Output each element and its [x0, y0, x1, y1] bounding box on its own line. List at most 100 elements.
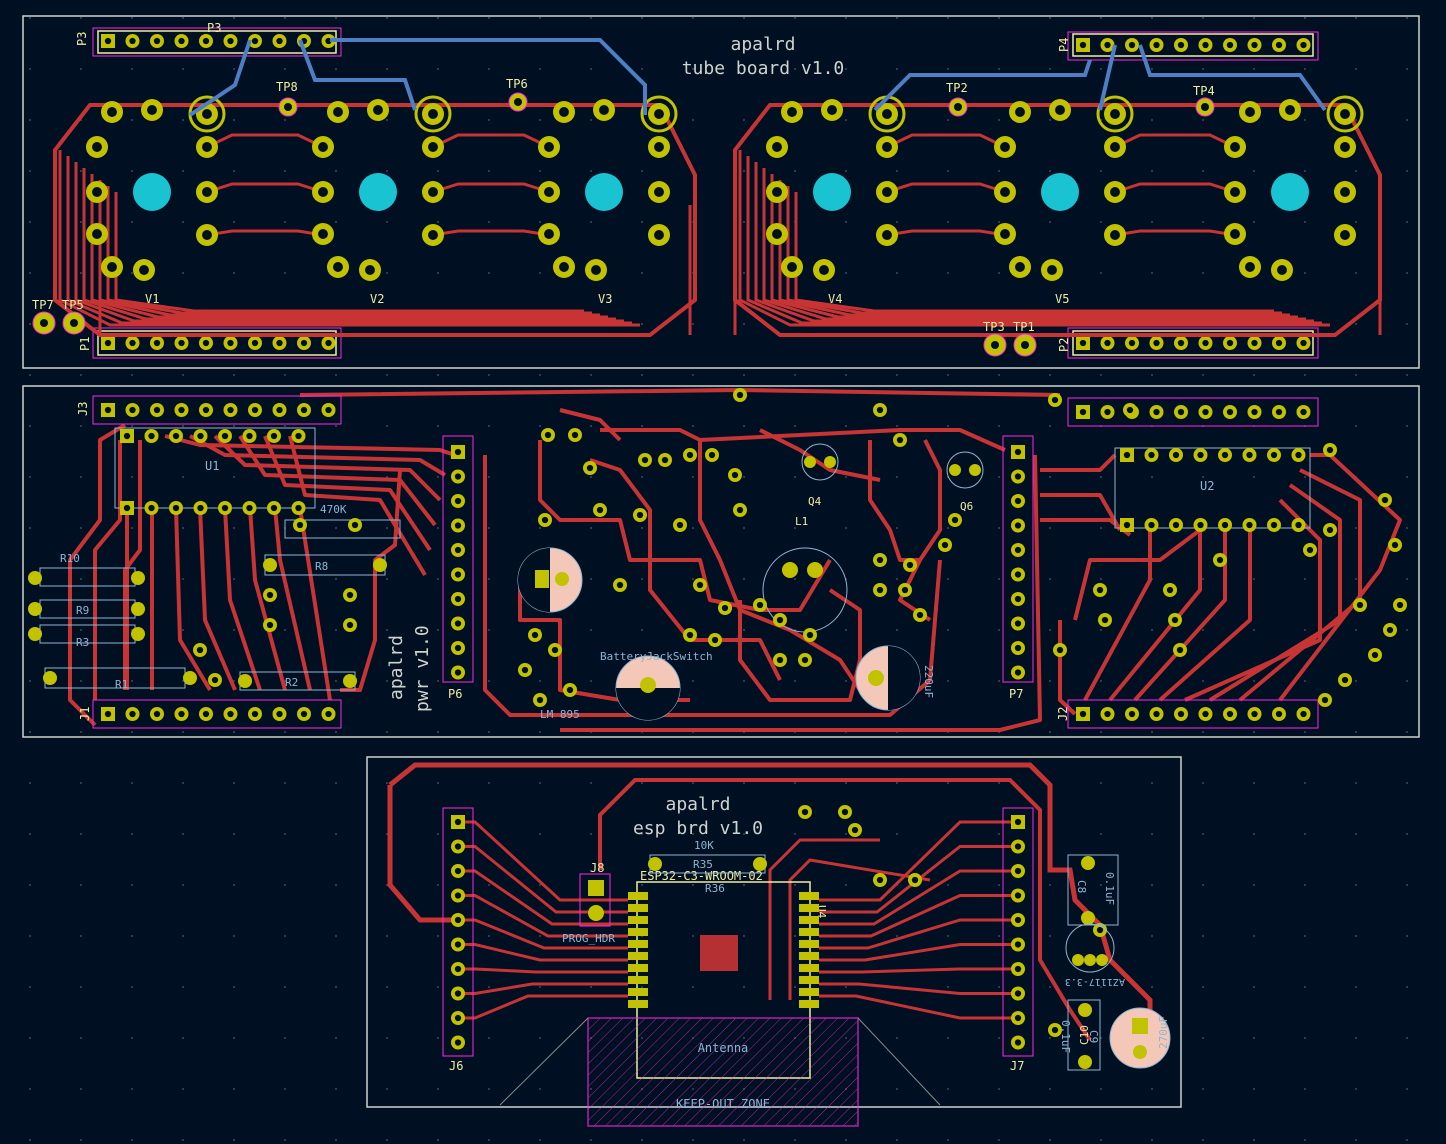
drill-hole [1051, 1026, 1059, 1034]
drill-hole [1014, 522, 1022, 529]
regulator-label: LM 895 [540, 708, 580, 721]
grid-dot [1049, 1037, 1051, 1039]
grid-dot [1202, 1088, 1204, 1090]
tube-return-trace [754, 162, 1314, 323]
tp3[interactable]: TP3 [983, 320, 1007, 357]
tp4[interactable]: TP4 [1193, 84, 1215, 117]
j2-header-pads[interactable] [1076, 707, 1311, 721]
tp6[interactable]: TP6 [506, 77, 528, 112]
p2-header-pads[interactable] [1076, 336, 1311, 350]
tp8[interactable]: TP8 [276, 80, 298, 117]
esp-signal-trace [458, 845, 628, 914]
grid-dot [1304, 833, 1306, 835]
capacitor-c8[interactable]: C8 0.1uF [1067, 854, 1119, 926]
j4-header-pads[interactable] [1076, 405, 1311, 419]
capacitor-c3[interactable] [615, 655, 681, 721]
prog-header-j8[interactable]: J8 PROG_HDR [562, 861, 615, 945]
grid-dot [1355, 425, 1357, 427]
grid-dot [998, 935, 1000, 937]
tp5[interactable]: TP5 [62, 298, 86, 335]
capacitor-c10[interactable]: C10 270uF [1078, 1007, 1171, 1069]
drill-hole [841, 808, 849, 816]
tube-return-trace [98, 180, 600, 317]
transistor-q6[interactable]: Q6 [946, 451, 984, 513]
esp-module-pads[interactable] [628, 892, 819, 1008]
resistor-r2[interactable]: R2 [238, 671, 357, 691]
grid-dot [1049, 935, 1051, 937]
tube-return-trace [114, 192, 584, 313]
power-board[interactable]: J3 J1 J2 U1 U2 R10 R9 [22, 385, 1420, 738]
grid-dot [896, 833, 898, 835]
tube-board[interactable]: P3 P3 P4 P1 P2 apalrd tube board v1.0 [22, 15, 1420, 369]
grid-dot [896, 1088, 898, 1090]
resistor-470k-a[interactable]: 470K [284, 503, 401, 539]
resistor-r9[interactable]: R9 [28, 599, 145, 619]
u1-ic-pads[interactable] [120, 429, 306, 515]
grid-dot [1151, 935, 1153, 937]
grid-dot [437, 986, 439, 988]
u2-ic-pads[interactable] [1120, 448, 1306, 532]
grid-dot [641, 170, 643, 172]
drill-hole [1126, 406, 1134, 414]
drill-hole [454, 620, 462, 627]
tube-socket-pads[interactable] [86, 95, 1364, 281]
tp1[interactable]: TP1 [1013, 320, 1037, 357]
esp-module-pin [628, 952, 648, 960]
j6-header-pads[interactable] [451, 815, 465, 1050]
drill-hole [178, 406, 185, 414]
grid-dot [590, 17, 592, 19]
drill-hole [876, 406, 884, 414]
inductor-l1[interactable]: L1 [762, 515, 848, 633]
esp-board[interactable]: apalrd esp brd v1.0 J6 J7 ESP32-C3-WROOM… [366, 756, 1182, 1127]
grid-dot [998, 119, 1000, 121]
drill-hole [178, 710, 185, 718]
resistor-r35[interactable]: R35 10K [648, 839, 767, 874]
tube-link-trace [1114, 182, 1236, 194]
p4-header-pads[interactable] [1076, 38, 1311, 52]
j7-header-pads[interactable] [1011, 815, 1025, 1050]
capacitor-c9[interactable]: C9 0.1uF [1059, 999, 1101, 1071]
tube-return-trace [74, 162, 624, 323]
p6-header-pads[interactable] [451, 445, 465, 680]
grid-dot [641, 833, 643, 835]
capacitor-c5[interactable] [517, 547, 583, 613]
j1-header-pads[interactable] [101, 707, 336, 721]
resistor-r1[interactable]: R1 [43, 667, 197, 691]
esp-module-pin [628, 976, 648, 984]
grid-dot [29, 425, 31, 427]
grid-dot [947, 170, 949, 172]
drill-hole [882, 187, 892, 197]
grid-dot [437, 272, 439, 274]
power-trace [698, 440, 862, 692]
grid-dot [386, 578, 388, 580]
grid-dot [590, 119, 592, 121]
power-trace [68, 423, 127, 727]
power-trace [759, 428, 881, 482]
grid-dot [182, 17, 184, 19]
j3-header-pads[interactable] [101, 403, 336, 417]
resistor-r3[interactable]: R3 [28, 624, 145, 649]
p1-header-pads[interactable] [101, 336, 336, 350]
grid-dot [488, 1139, 490, 1141]
grid-dot [233, 68, 235, 70]
tube-return-trace [66, 156, 632, 325]
tp7[interactable]: TP7 [32, 298, 56, 335]
tube-anode-pad [1326, 95, 1364, 133]
p7-header-pads[interactable] [1011, 445, 1025, 680]
drill-hole [1295, 451, 1302, 459]
capacitor-c7[interactable]: 220uF [855, 645, 935, 711]
grid-dot [1304, 884, 1306, 886]
grid-dot [29, 884, 31, 886]
grid-dot [1253, 17, 1255, 19]
grid-dot [1049, 1088, 1051, 1090]
esp-module-pin [628, 916, 648, 924]
transistor-q4[interactable]: Q4 [801, 443, 839, 508]
resistor-r10[interactable]: R10 [28, 552, 145, 587]
tp2[interactable]: TP2 [946, 81, 968, 117]
grid-dot [1100, 68, 1102, 70]
resistor-r8[interactable]: R8 [263, 554, 387, 576]
tube-return-trace [762, 168, 1306, 321]
grid-dot [1304, 1037, 1306, 1039]
regulator-u3[interactable]: AZ1117-3.3 [1065, 923, 1125, 987]
